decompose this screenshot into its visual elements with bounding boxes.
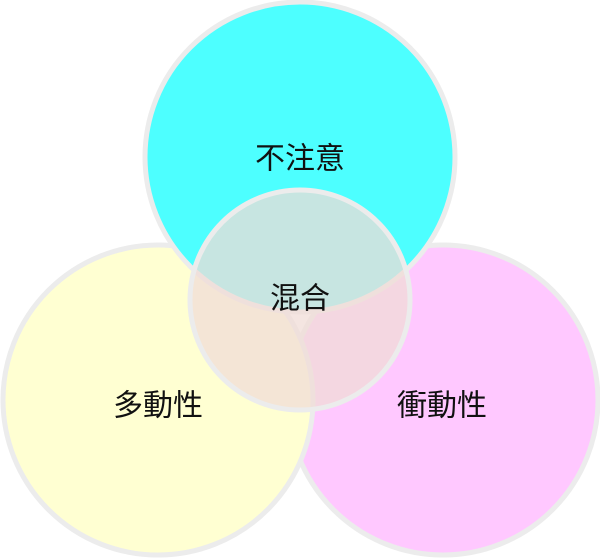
label-inattention: 不注意 <box>255 142 345 177</box>
label-hyperactivity: 多動性 <box>113 389 203 424</box>
label-impulsivity: 衝動性 <box>397 389 487 424</box>
label-combined: 混合 <box>270 282 330 317</box>
circle-combined <box>187 187 413 413</box>
